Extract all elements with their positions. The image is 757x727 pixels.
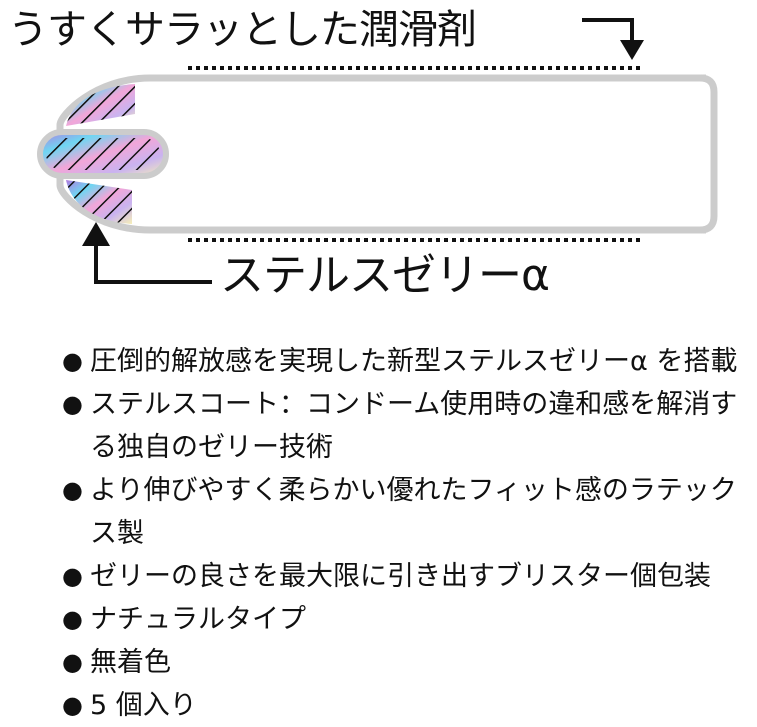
top-arrow-head <box>620 40 644 60</box>
list-item: ● ナチュラルタイプ <box>62 598 742 641</box>
feature-text: 無着色 <box>90 647 171 678</box>
top-callout-label: うすくサラッとした潤滑剤 <box>8 7 477 53</box>
bullet-icon: ● <box>62 476 83 504</box>
bullet-icon: ● <box>62 562 83 590</box>
bullet-icon: ● <box>62 648 83 676</box>
condom-illustration <box>37 18 718 284</box>
condom-rim <box>699 74 718 234</box>
bottom-callout-label: ステルスゼリーα <box>220 250 550 301</box>
list-item: ● ゼリーの良さを最大限に引き出すブリスター個包装 <box>62 555 742 598</box>
jelly-layer <box>66 84 135 224</box>
feature-text: より伸びやすく柔らかい優れたフィット感のラテックス製 <box>90 475 737 549</box>
list-item: ● 無着色 <box>62 641 742 684</box>
list-item: ● より伸びやすく柔らかい優れたフィット感のラテックス製 <box>62 469 742 555</box>
bullet-icon: ● <box>62 390 83 418</box>
feature-text: ナチュラルタイプ <box>90 604 306 635</box>
bottom-arrow-line <box>94 246 212 284</box>
top-arrow-line <box>582 18 634 42</box>
bullet-icon: ● <box>62 605 83 633</box>
bottom-arrow-head <box>82 222 110 246</box>
feature-text: 圧倒的解放感を実現した新型ステルスゼリーα を搭載 <box>90 346 738 377</box>
feature-list: ● 圧倒的解放感を実現した新型ステルスゼリーα を搭載 ● ステルスコート：コン… <box>62 340 742 727</box>
feature-text: ステルスコート：コンドーム使用時の違和感を解消する独自のゼリー技術 <box>90 389 738 463</box>
bullet-icon: ● <box>62 691 83 719</box>
feature-text: 5 個入り <box>90 690 197 721</box>
product-diagram: うすくサラッとした潤滑剤 ステルスゼリーα <box>0 0 757 320</box>
list-item: ● ステルスコート：コンドーム使用時の違和感を解消する独自のゼリー技術 <box>62 383 742 469</box>
list-item: ● 圧倒的解放感を実現した新型ステルスゼリーα を搭載 <box>62 340 742 383</box>
bullet-icon: ● <box>62 347 83 375</box>
list-item: ● 5 個入り <box>62 684 742 727</box>
feature-text: ゼリーの良さを最大限に引き出すブリスター個包装 <box>90 561 711 592</box>
